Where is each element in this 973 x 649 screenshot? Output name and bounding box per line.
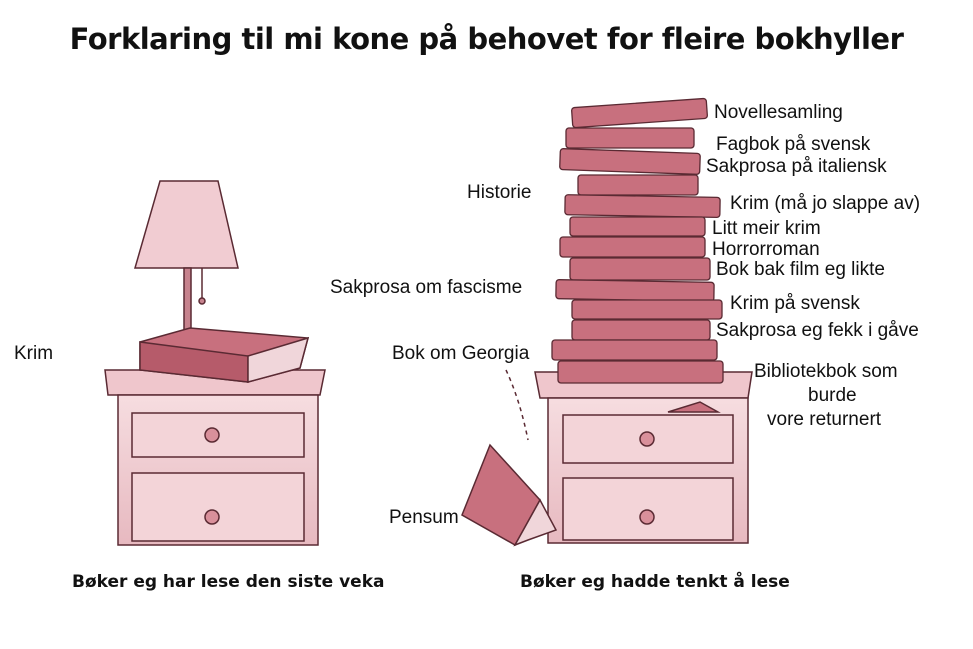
label-historie: Historie — [467, 182, 532, 203]
page-title: Forklaring til mi kone på behovet for fl… — [69, 22, 904, 56]
falling-book — [461, 369, 558, 547]
label-horrorroman: Horrorroman — [712, 239, 820, 260]
stack-book — [569, 216, 706, 237]
label-sakprosa-italiensk: Sakprosa på italiensk — [706, 156, 887, 177]
stack-book — [557, 360, 724, 384]
label-bok-om-georgia: Bok om Georgia — [392, 343, 530, 364]
label-sakprosa-gave: Sakprosa eg fekk i gåve — [716, 320, 919, 341]
label-bibliotekbok-2: burde — [808, 385, 857, 406]
book-stack — [551, 97, 724, 384]
stack-book — [555, 279, 715, 302]
stack-book — [571, 319, 711, 341]
label-pensum: Pensum — [389, 507, 459, 528]
stack-book — [565, 127, 695, 149]
label-litt-meir-krim: Litt meir krim — [712, 218, 821, 239]
lamp — [134, 180, 239, 334]
stack-book — [551, 339, 718, 361]
label-krim: Krim — [14, 343, 54, 364]
stack-book — [559, 148, 701, 175]
label-sakprosa-fascisme: Sakprosa om fascisme — [330, 277, 523, 298]
label-bibliotekbok-1: Bibliotekbok som — [754, 361, 898, 382]
caption-right: Bøker eg hadde tenkt å lese — [520, 572, 790, 592]
stack-book — [569, 257, 711, 281]
stack-book — [577, 174, 699, 196]
label-krim-svensk: Krim på svensk — [730, 293, 860, 314]
stack-book — [571, 97, 708, 129]
stack-book — [564, 194, 721, 218]
left-nightstand — [104, 369, 326, 546]
label-krim-slappe-av: Krim (må jo slappe av) — [730, 193, 921, 214]
caption-left: Bøker eg har lese den siste veka — [72, 572, 385, 592]
label-novellesamling: Novellesamling — [714, 102, 843, 123]
label-bibliotekbok-3: vore returnert — [767, 409, 882, 430]
label-bok-bak-film: Bok bak film eg likte — [716, 259, 885, 280]
right-nightstand — [534, 371, 753, 544]
krim-book — [139, 327, 310, 383]
label-fagbok-svensk: Fagbok på svensk — [716, 134, 871, 155]
stack-book — [571, 299, 723, 320]
stack-book — [559, 236, 706, 258]
